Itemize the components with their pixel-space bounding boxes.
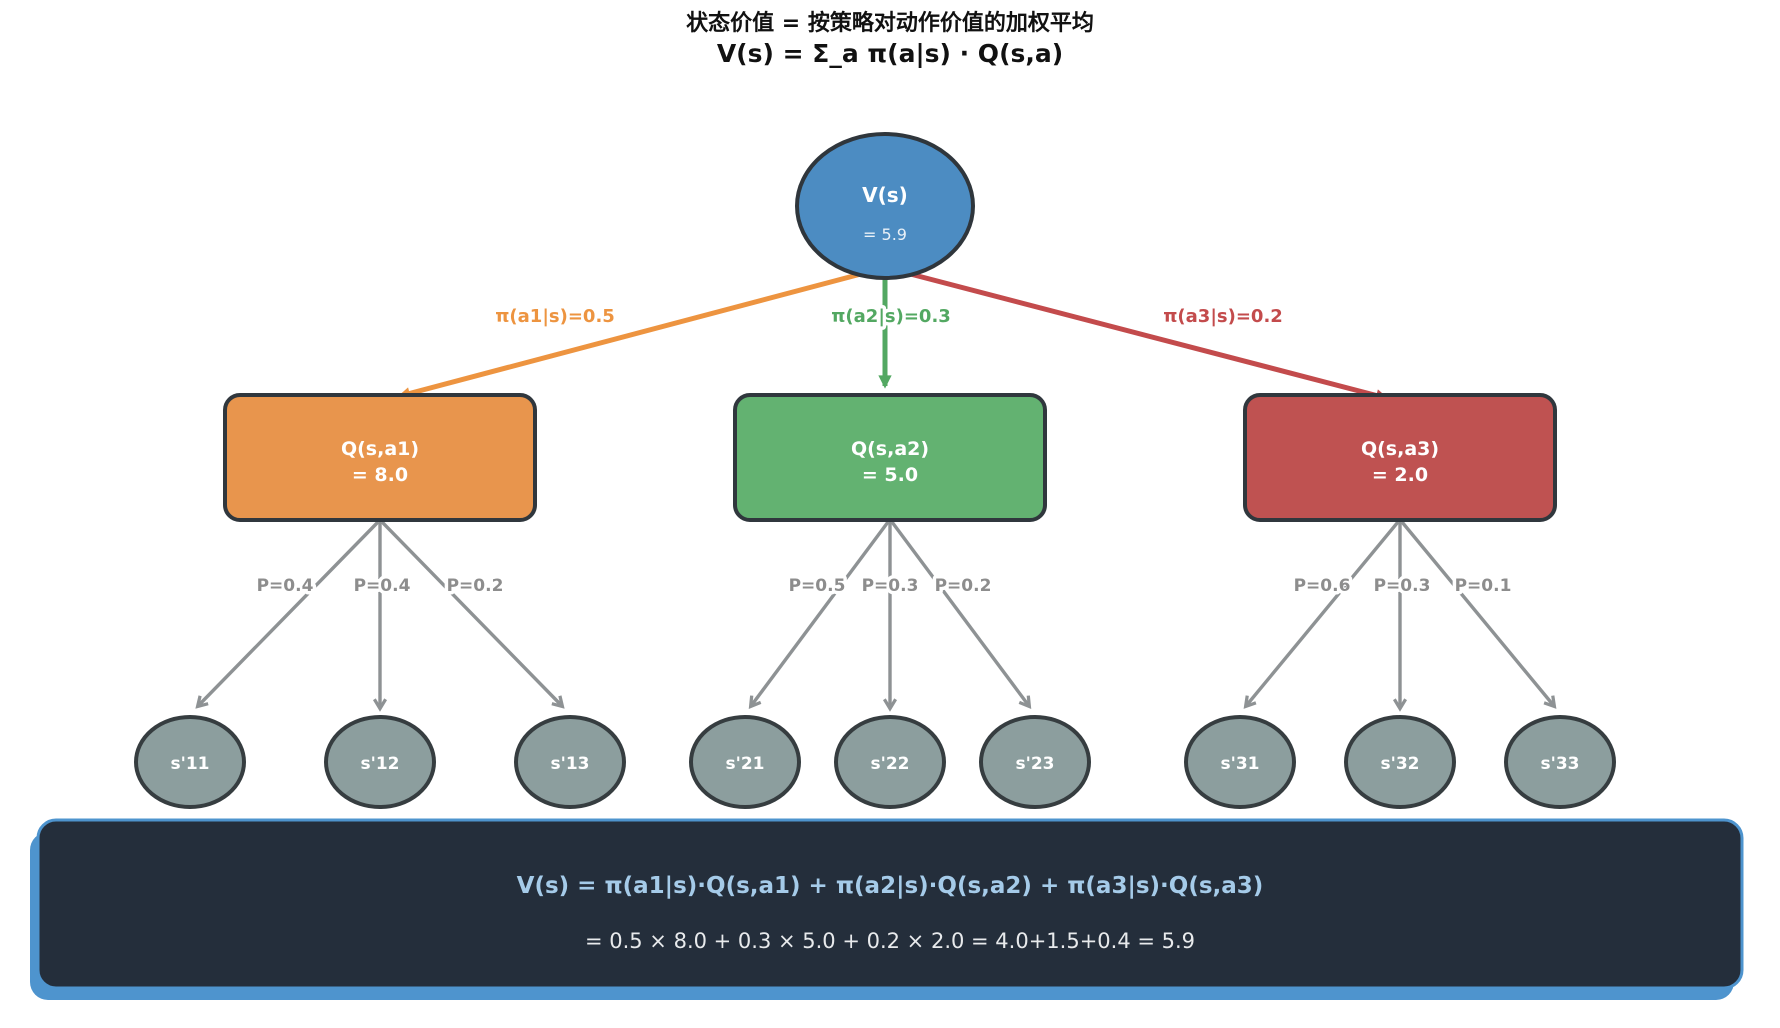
- policy-label-a3: π(a3|s)=0.2: [1163, 306, 1283, 327]
- prob-label-12: P=0.4: [354, 576, 411, 596]
- state-label-21: s'21: [726, 754, 765, 774]
- node-next-state-31: [1184, 715, 1296, 809]
- prob-label-11: P=0.4: [257, 576, 314, 596]
- diagram-formula-title: V(s) = Σ_a π(a|s) · Q(s,a): [717, 39, 1063, 68]
- edge-policy-a3: [894, 267, 1389, 402]
- q1-label: Q(s,a1): [341, 438, 419, 460]
- formula-panel: [36, 818, 1744, 990]
- node-action-q2: [733, 393, 1047, 522]
- state-label-23: s'23: [1016, 754, 1055, 774]
- state-label-32: s'32: [1381, 754, 1420, 774]
- prob-label-32: P=0.3: [1374, 576, 1431, 596]
- q3-label: Q(s,a3): [1361, 438, 1439, 460]
- q2-label: Q(s,a2): [851, 438, 929, 460]
- prob-label-13: P=0.2: [447, 576, 504, 596]
- prob-label-33: P=0.1: [1455, 576, 1512, 596]
- formula-computation-line: = 0.5 × 8.0 + 0.3 × 5.0 + 0.2 × 2.0 = 4.…: [585, 929, 1195, 953]
- state-label-11: s'11: [171, 754, 210, 774]
- node-action-q1: [223, 393, 537, 522]
- edge-transition-21: [751, 520, 890, 706]
- state-label-22: s'22: [871, 754, 910, 774]
- prob-label-21: P=0.5: [789, 576, 846, 596]
- policy-label-a2: π(a2|s)=0.3: [831, 306, 951, 327]
- root-value: = 5.9: [863, 225, 907, 244]
- node-action-q3: [1243, 393, 1557, 522]
- edge-transition-33: [1400, 520, 1554, 706]
- node-next-state-11: [134, 715, 246, 809]
- node-next-state-32: [1344, 715, 1456, 809]
- policy-label-a1: π(a1|s)=0.5: [495, 306, 615, 327]
- node-next-state-13: [514, 715, 626, 809]
- edge-transition-13: [380, 520, 562, 706]
- q1-value: = 8.0: [352, 464, 408, 486]
- q2-value: = 5.0: [862, 464, 918, 486]
- node-next-state-21: [689, 715, 801, 809]
- edge-transition-31: [1246, 520, 1400, 706]
- prob-label-31: P=0.6: [1294, 576, 1351, 596]
- edge-transition-23: [890, 520, 1029, 706]
- state-label-12: s'12: [361, 754, 400, 774]
- prob-label-23: P=0.2: [935, 576, 992, 596]
- state-label-33: s'33: [1541, 754, 1580, 774]
- node-next-state-33: [1504, 715, 1616, 809]
- prob-label-22: P=0.3: [862, 576, 919, 596]
- state-label-31: s'31: [1221, 754, 1260, 774]
- node-next-state-23: [979, 715, 1091, 809]
- edge-policy-a1: [397, 267, 877, 400]
- q3-value: = 2.0: [1372, 464, 1428, 486]
- diagram-title: 状态价值 = 按策略对动作价值的加权平均: [686, 10, 1094, 36]
- node-next-state-22: [834, 715, 946, 809]
- root-label: V(s): [862, 183, 908, 207]
- node-next-state-12: [324, 715, 436, 809]
- formula-expansion-line: V(s) = π(a1|s)·Q(s,a1) + π(a2|s)·Q(s,a2)…: [517, 873, 1264, 899]
- edge-transition-11: [198, 520, 380, 706]
- state-label-13: s'13: [551, 754, 590, 774]
- node-state-value: [795, 132, 975, 280]
